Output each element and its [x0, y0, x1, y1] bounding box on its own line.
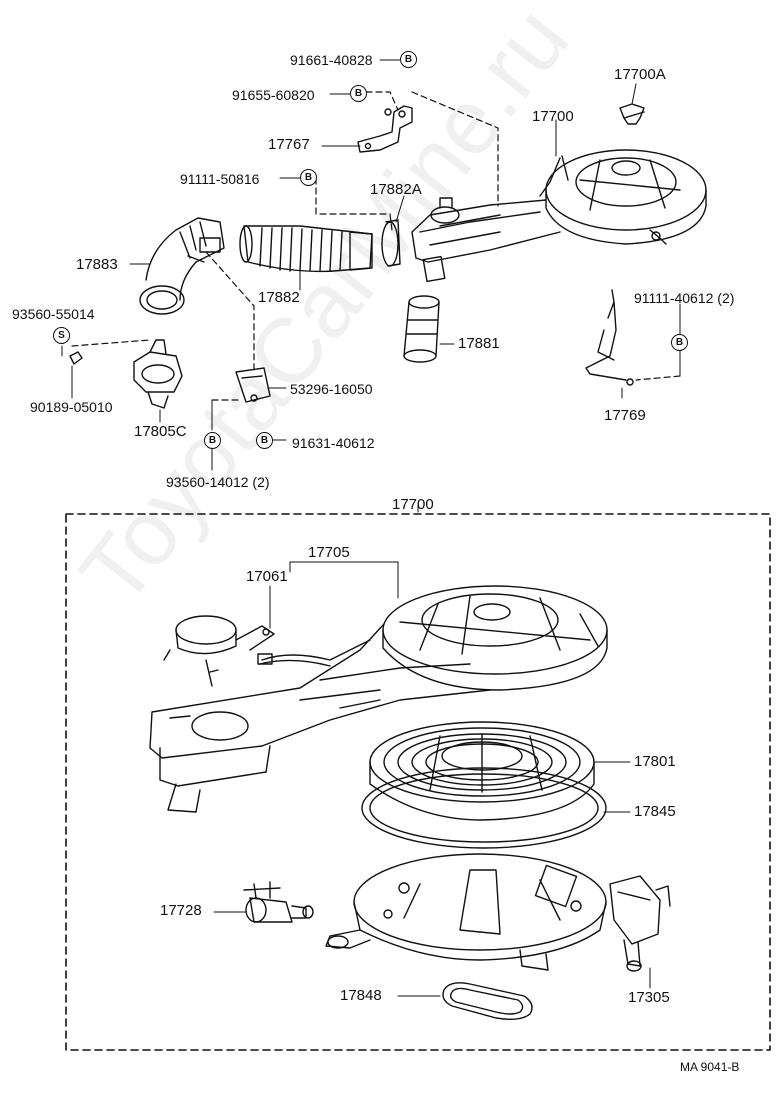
label-17845: 17845	[634, 803, 676, 820]
drawing-reference: MA 9041-B	[680, 1060, 740, 1074]
label-17700A: 17700A	[614, 66, 666, 83]
label-93560-14012: 93560-14012 (2)	[166, 474, 270, 490]
lower-case	[325, 853, 607, 971]
bracket-53296	[235, 367, 271, 403]
sensor-17728	[243, 881, 314, 923]
hose-17882	[239, 225, 373, 273]
valve-17305	[609, 875, 671, 972]
label-17881: 17881	[458, 335, 500, 352]
bolt-90189	[69, 351, 83, 365]
s-marker: S	[53, 327, 70, 344]
label-17305: 17305	[628, 989, 670, 1006]
label-17848: 17848	[340, 987, 382, 1004]
b-marker: B	[300, 169, 317, 186]
bracket-17769	[585, 289, 634, 386]
label-17705: 17705	[308, 544, 350, 561]
label-17801: 17801	[634, 753, 676, 770]
b-marker: B	[204, 432, 221, 449]
label-17061: 17061	[246, 568, 288, 585]
label-91111-40612: 91111-40612 (2)	[634, 290, 735, 306]
label-93560-55014: 93560-55014	[12, 306, 95, 322]
label-17700-assembly: 17700	[392, 496, 434, 513]
hose-17883	[139, 217, 225, 315]
label-17700-top: 17700	[532, 108, 574, 125]
cover-17705	[149, 585, 608, 813]
tube-17881	[403, 295, 440, 363]
b-marker: B	[256, 432, 273, 449]
gasket-17845	[361, 767, 607, 849]
label-17805C: 17805C	[134, 423, 187, 440]
label-17767: 17767	[268, 136, 310, 153]
b-marker: B	[350, 85, 367, 102]
label-53296-16050: 53296-16050	[290, 381, 373, 397]
b-marker: B	[400, 51, 417, 68]
filter-element-17801	[369, 721, 595, 821]
label-91631-40612: 91631-40612	[292, 435, 375, 451]
wing-nut-17700A	[619, 103, 645, 125]
seal-17848	[442, 982, 533, 1021]
label-17883: 17883	[76, 256, 118, 273]
label-91661-40828: 91661-40828	[290, 52, 373, 68]
label-17882: 17882	[258, 289, 300, 306]
label-91111-50816: 91111-50816	[180, 171, 260, 187]
actuator-17061	[163, 615, 275, 687]
label-91655-60820: 91655-60820	[232, 87, 315, 103]
air-cleaner-top	[411, 149, 707, 283]
valve-17805C	[133, 339, 183, 409]
b-marker: B	[671, 334, 688, 351]
label-90189-05010: 90189-05010	[30, 399, 113, 415]
label-17769: 17769	[604, 407, 646, 424]
ring-17882A	[381, 219, 401, 267]
label-17882A: 17882A	[370, 181, 422, 198]
bracket-17767	[357, 105, 413, 153]
label-17728: 17728	[160, 902, 202, 919]
